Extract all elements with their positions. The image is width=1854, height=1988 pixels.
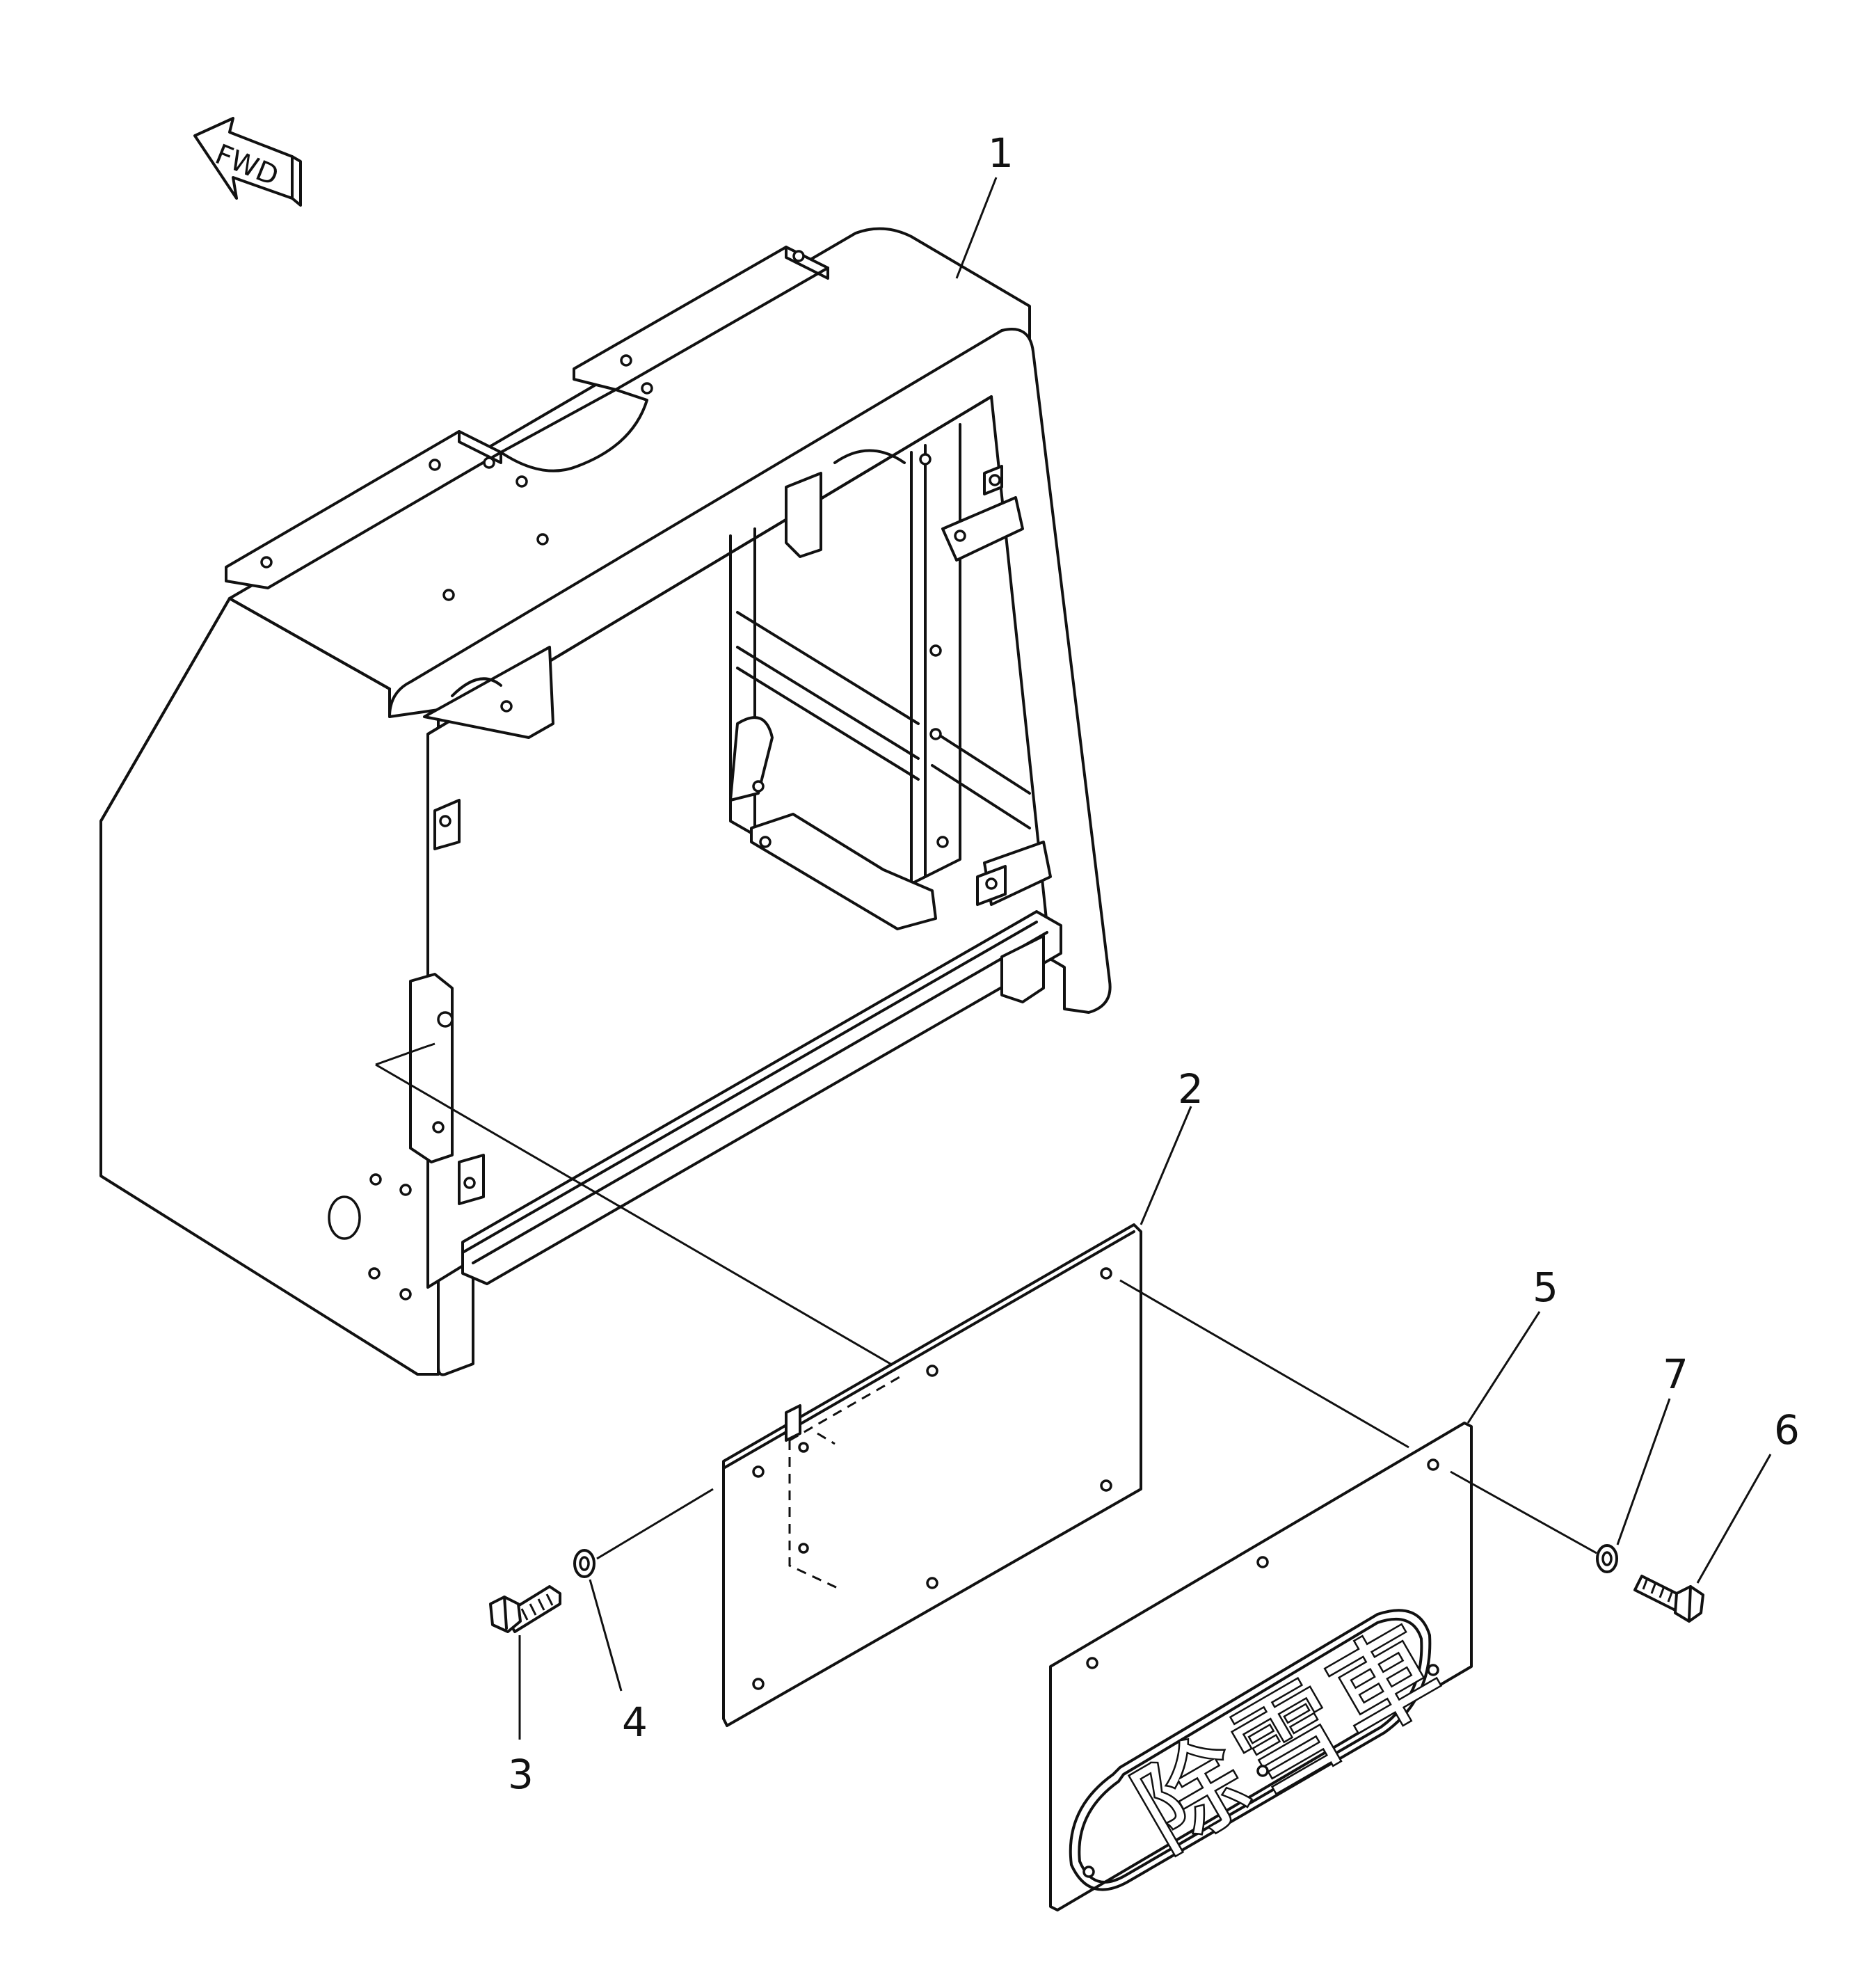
forward-arrow-icon: FWD [193, 117, 302, 207]
washer-part-7 [1596, 1544, 1618, 1573]
callout-5: 5 [1533, 1264, 1558, 1311]
callout-1: 1 [988, 129, 1014, 177]
callout-6: 6 [1774, 1406, 1800, 1454]
washer-part-4 [573, 1549, 596, 1578]
callout-2: 2 [1178, 1065, 1204, 1113]
assembly-lines [375, 1042, 1597, 1560]
bolt-part-3 [489, 1585, 561, 1633]
leader-lines [518, 177, 1772, 1740]
callout-7: 7 [1663, 1351, 1688, 1398]
callout-4: 4 [622, 1699, 648, 1746]
cover-frame-part [99, 227, 1112, 1376]
cover-plate-part [722, 1223, 1142, 1727]
callout-3: 3 [508, 1751, 534, 1798]
bolt-part-6 [1633, 1575, 1704, 1623]
callout-labels: 1 2 3 4 5 6 7 [508, 129, 1800, 1798]
